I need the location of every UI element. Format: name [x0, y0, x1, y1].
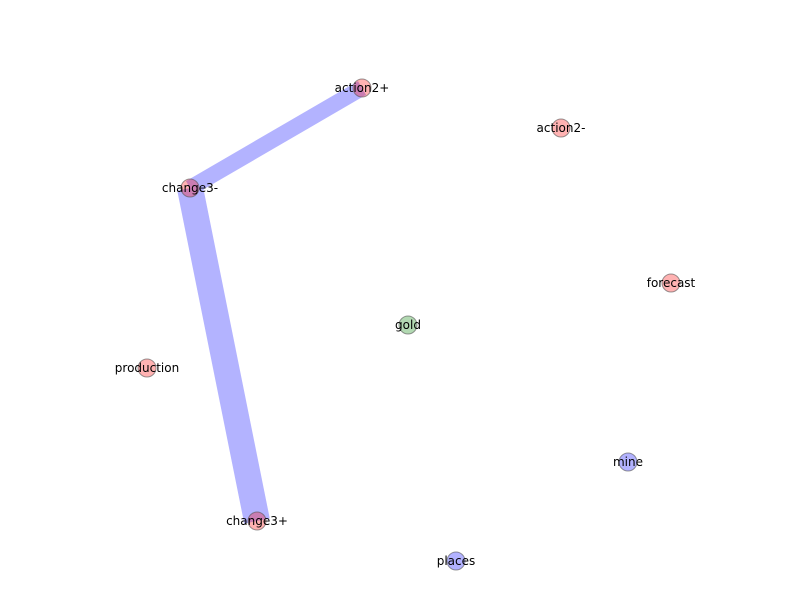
graph-node-action2-: action2- — [537, 118, 586, 138]
graph-node-change3-: change3- — [162, 178, 218, 198]
graph-edge-change3--change3+ — [177, 185, 270, 524]
node-label: production — [115, 361, 179, 375]
graph-node-forecast: forecast — [647, 273, 696, 293]
node-marker — [247, 511, 267, 531]
node-label: change3+ — [226, 514, 288, 528]
graph-node-action2+: action2+ — [335, 78, 390, 98]
node-label: gold — [395, 318, 421, 332]
node-marker — [180, 178, 200, 198]
node-label: places — [437, 554, 476, 568]
node-marker — [398, 315, 418, 335]
graph-node-mine: mine — [613, 452, 643, 472]
graph-node-production: production — [115, 358, 179, 378]
edge-layer — [177, 81, 367, 524]
node-marker — [137, 358, 157, 378]
node-marker — [661, 273, 681, 293]
graph-node-change3+: change3+ — [226, 511, 288, 531]
graph-node-gold: gold — [395, 315, 421, 335]
graph-edge-action2+-change3- — [185, 81, 367, 195]
node-label: mine — [613, 455, 643, 469]
node-marker — [446, 551, 466, 571]
node-label: action2+ — [335, 81, 390, 95]
node-layer: action2+ action2- change3- forecast gold prod… — [115, 78, 696, 571]
node-marker — [352, 78, 372, 98]
node-marker — [551, 118, 571, 138]
node-marker — [618, 452, 638, 472]
node-label: change3- — [162, 181, 218, 195]
graph-node-places: places — [437, 551, 476, 571]
node-label: forecast — [647, 276, 696, 290]
node-label: action2- — [537, 121, 586, 135]
